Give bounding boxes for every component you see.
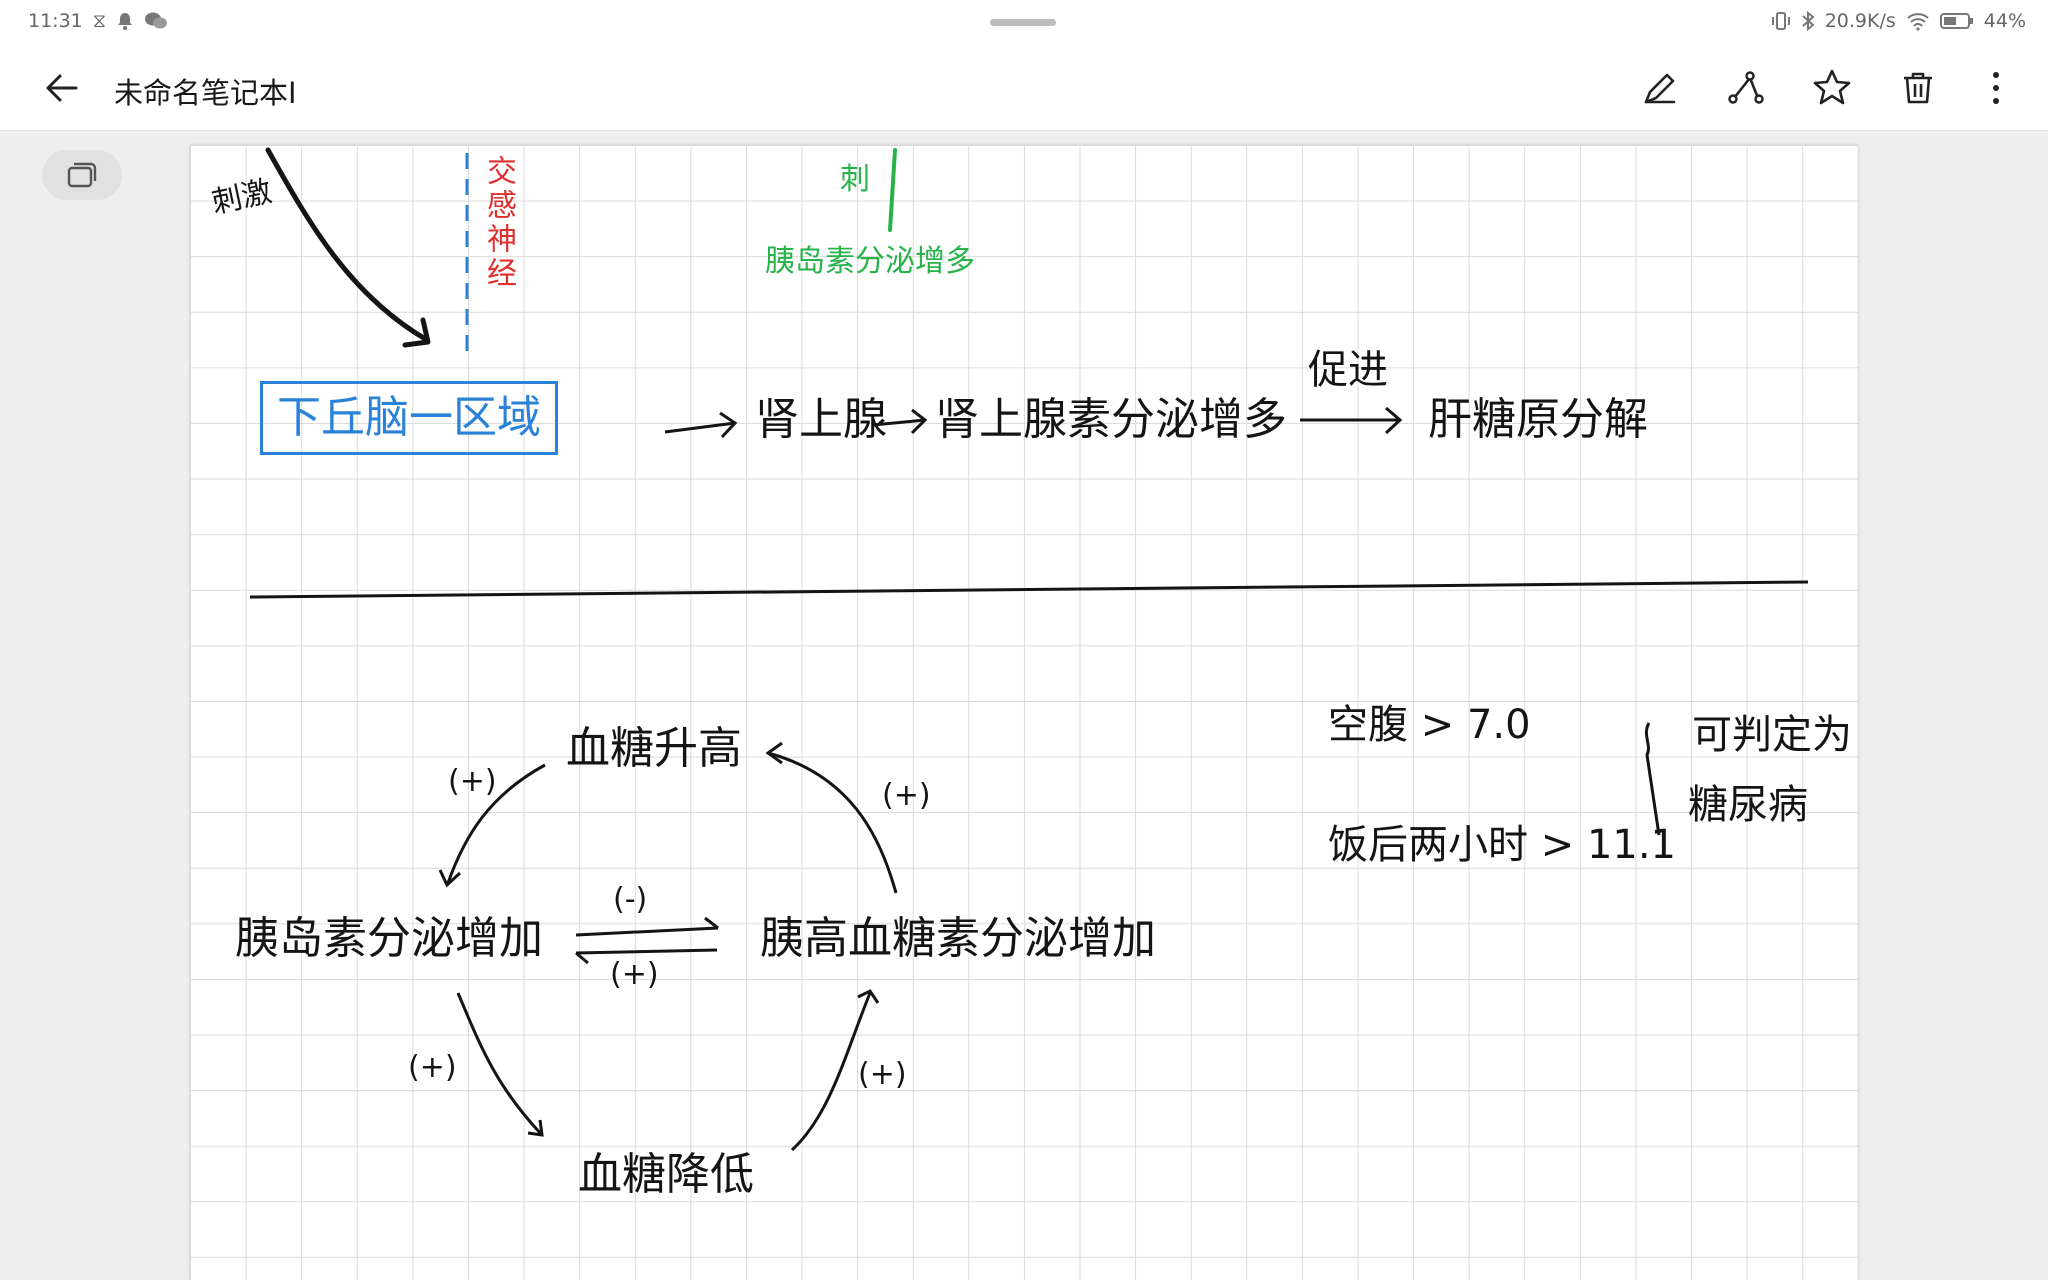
app-bar: 未命名笔记本I	[0, 44, 2048, 131]
hourglass-icon: ⧖	[92, 10, 107, 32]
status-left: 11:31 ⧖	[28, 10, 168, 32]
pen-button[interactable]	[1636, 64, 1684, 112]
post-meal-criterion: 饭后两小时 > 11.1	[1328, 822, 1677, 868]
top-handle[interactable]	[990, 19, 1056, 26]
status-bar: 11:31 ⧖ 20.9K/s 44%	[0, 0, 2048, 44]
wifi-icon	[1907, 13, 1929, 31]
diagnose-label: 可判定为	[1692, 712, 1852, 758]
lasso-icon	[1728, 71, 1764, 104]
pages-icon	[67, 162, 97, 188]
sympathetic-nerve-label: 交感神经	[481, 155, 516, 291]
battery-level: 44%	[1983, 10, 2026, 32]
vibrate-icon	[1771, 12, 1790, 30]
plus-bottom-left: (+)	[408, 1050, 457, 1085]
lasso-button[interactable]	[1722, 64, 1770, 112]
notebook-title[interactable]: 未命名笔记本I	[114, 76, 297, 110]
hypothalamus-box: 下丘脑一区域	[260, 381, 558, 455]
back-button[interactable]	[40, 66, 84, 110]
diabetes-label: 糖尿病	[1688, 782, 1808, 828]
glucagon-increase-label: 胰高血糖素分泌增加	[760, 913, 1156, 964]
wechat-icon	[145, 12, 168, 29]
blood-sugar-drop-label: 血糖降低	[578, 1149, 754, 1200]
adrenal-gland-label: 肾上腺	[755, 394, 887, 445]
more-icon	[1993, 72, 1999, 104]
ink-strokes	[249, 147, 1809, 1152]
more-button[interactable]	[1972, 64, 2020, 112]
favorite-button[interactable]	[1808, 64, 1856, 112]
adrenaline-secretion-label: 肾上腺素分泌增多	[935, 394, 1287, 445]
insulin-secretion-green: 胰岛素分泌增多	[765, 244, 975, 279]
delete-button[interactable]	[1894, 64, 1942, 112]
green-stimulus-label: 刺	[840, 162, 870, 197]
plus-top-left: (+)	[448, 764, 497, 799]
fasting-criterion: 空腹 > 7.0	[1328, 702, 1531, 748]
blood-sugar-rise-label: 血糖升高	[566, 723, 742, 774]
trash-icon	[1904, 72, 1932, 104]
pen-icon	[1644, 73, 1676, 104]
star-icon	[1813, 69, 1851, 105]
arrow-left-icon	[46, 74, 78, 102]
plus-bottom-right: (+)	[858, 1057, 907, 1092]
bluetooth-icon	[1802, 11, 1815, 31]
insulin-increase-label: 胰岛素分泌增加	[235, 913, 543, 964]
bell-icon	[118, 13, 133, 30]
promote-label: 促进	[1308, 347, 1388, 393]
net-speed: 20.9K/s	[1824, 10, 1896, 32]
battery-icon	[1939, 13, 1973, 29]
plus-top-right: (+)	[882, 778, 931, 813]
note-canvas[interactable]: 刺激 交感神经 刺 胰岛素分泌增多 下丘脑一区域 肾上腺 肾上腺素分泌增多 促进…	[190, 145, 1858, 1280]
status-right: 20.9K/s 44%	[1771, 10, 2026, 32]
minus-middle: (-)	[613, 882, 648, 917]
plus-middle: (+)	[610, 957, 659, 992]
glycogenolysis-label: 肝糖原分解	[1428, 394, 1648, 445]
status-time: 11:31	[28, 10, 83, 32]
pages-button[interactable]	[42, 150, 122, 200]
